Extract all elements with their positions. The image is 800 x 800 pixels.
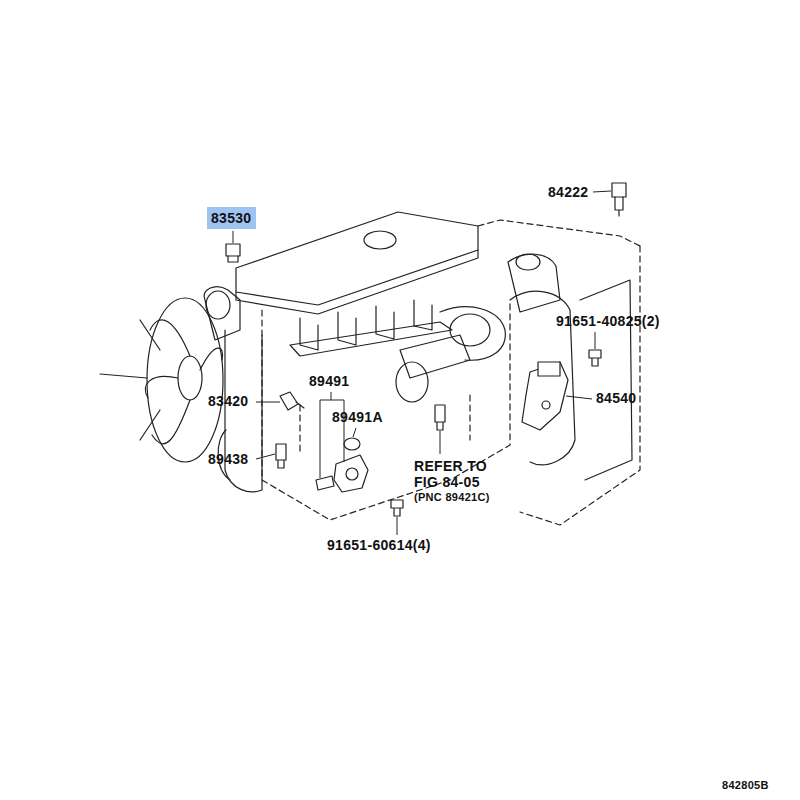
sensor-89438 [276,444,286,468]
engine-drawing [100,183,640,525]
leader-line [353,428,356,437]
part-number: 84540 [596,390,636,406]
turbo-housing [440,307,505,360]
turbo-inlet [450,314,490,346]
switch-thread [615,197,623,216]
fan-blades [100,320,160,440]
sensor-thread [228,256,238,262]
bolt [391,500,403,516]
switch-connector [538,362,560,376]
part-number: 89491A [332,409,383,425]
switch-shaft [542,401,550,409]
transmission-top [478,220,640,246]
leader-line [233,231,234,243]
leader-line [593,191,611,192]
valve-cover-edge [236,250,478,314]
timing-cover [225,330,262,492]
part-number: 83420 [208,393,248,409]
bracket-line [320,392,344,478]
callout-number: 83530 [211,210,252,226]
fan-blades [145,320,222,444]
sensor-89421c [435,405,445,430]
fan-outline [147,298,223,462]
part-number: 89491 [309,373,349,389]
sensor-89491 [334,455,368,492]
leader-line [566,396,592,399]
leader-line [440,431,441,454]
reference-note: (PNC 89421C) [414,491,490,504]
intake-runner [300,318,318,350]
engine-block [262,300,510,520]
leader-line [256,402,280,403]
part-number: 89438 [208,451,248,467]
sensor-83530 [226,244,240,256]
part-number: 91651-60614(4) [327,537,431,553]
transmission-case [520,246,640,525]
leader-line [595,332,596,349]
valve-cover [236,212,478,305]
exhaust-pipe [400,335,470,378]
reference-note: REFER TO FIG 84-05 [414,458,498,490]
switch-84222 [612,183,626,197]
sensor-tab [316,476,334,490]
intake-opening [516,254,540,270]
block-detail [300,395,470,455]
water-pump [204,287,240,340]
bolt [589,350,601,366]
part-number: 84222 [548,184,588,200]
intake-rail [290,322,452,356]
transmission-body [580,280,632,480]
intake-pipe [508,254,560,312]
highlight-box: 83530 [207,207,256,229]
oil-cap [364,231,396,249]
exhaust-outlet [396,362,428,402]
leader-line [397,517,398,535]
sensor-port [346,468,358,480]
sensor-83420 [280,392,304,410]
leader-lines [233,191,611,535]
neutral-switch [522,362,568,430]
fan-hub [178,356,202,400]
intake-runner [376,306,394,339]
figure-id: 842805B [722,779,769,792]
leader-line [256,454,275,459]
intake-runner [338,312,356,345]
thermostat-housing [206,291,230,319]
o-ring-89491A [344,438,360,450]
part-number: 91651-40825(2) [556,313,660,329]
